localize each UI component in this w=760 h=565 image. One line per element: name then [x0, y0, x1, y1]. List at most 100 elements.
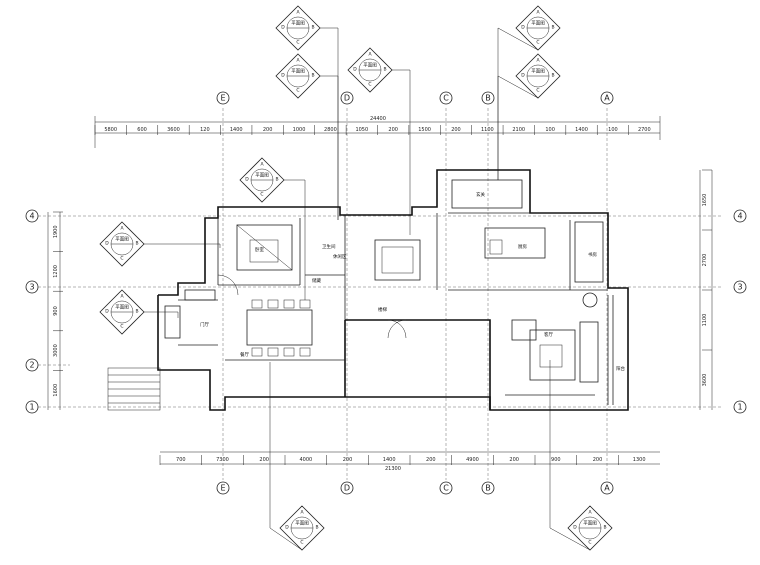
top-dim-10: 1500	[418, 127, 431, 133]
building-walls	[157, 169, 629, 411]
svg-text:B: B	[551, 73, 554, 79]
svg-text:C: C	[296, 40, 299, 46]
top-dim-8: 1050	[355, 127, 368, 133]
top-dim-0: 5800	[104, 127, 117, 133]
bottom-dim-7: 4900	[466, 457, 479, 463]
bottom-dim-11: 1300	[633, 457, 646, 463]
right-dim-2: 1100	[702, 314, 708, 327]
svg-text:B: B	[485, 94, 491, 103]
top-dim-13: 2100	[512, 127, 525, 133]
bottom-dim-6: 200	[426, 457, 436, 463]
axis-bubble-right-1: 1	[733, 400, 747, 414]
svg-text:平面图: 平面图	[531, 21, 545, 27]
svg-text:D: D	[521, 73, 525, 79]
svg-text:平面图: 平面图	[295, 521, 309, 527]
room-label-stairs: 楼梯	[378, 306, 387, 313]
svg-text:C: C	[296, 88, 299, 94]
entrance-stairs	[107, 367, 161, 411]
svg-text:D: D	[285, 525, 289, 531]
top-dim-12: 1100	[481, 127, 494, 133]
axis-bubble-bottom-B: B	[481, 481, 495, 495]
bottom-dim-0: 700	[176, 457, 186, 463]
svg-text:C: C	[120, 324, 123, 330]
axis-bubble-top-B: B	[481, 91, 495, 105]
axis-bubble-bottom-C: C	[439, 481, 453, 495]
svg-text:A: A	[588, 510, 592, 516]
svg-text:A: A	[296, 58, 300, 64]
top-dim-15: 1400	[575, 127, 588, 133]
right-dim-1: 2700	[702, 254, 708, 267]
axis-bubble-bottom-E: E	[216, 481, 230, 495]
room-label-storage: 储藏	[312, 277, 321, 284]
svg-text:3: 3	[29, 283, 34, 292]
svg-text:B: B	[311, 25, 314, 31]
svg-text:B: B	[603, 525, 606, 531]
svg-text:平面图: 平面图	[583, 521, 597, 527]
svg-text:A: A	[260, 162, 264, 168]
svg-text:C: C	[260, 192, 263, 198]
top-dim-3: 120	[200, 127, 210, 133]
leader-lines	[144, 27, 591, 551]
svg-text:C: C	[120, 256, 123, 262]
svg-text:E: E	[220, 484, 225, 493]
left-dim-0: 1900	[53, 225, 59, 238]
svg-text:D: D	[105, 309, 109, 315]
svg-text:B: B	[311, 73, 314, 79]
elevation-tag: A B C D 平面图	[567, 505, 613, 551]
elevation-index-tags: ABCD平面图ABCD平面图ABCD平面图ABCD平面图ABCD平面图ABCD平…	[99, 5, 613, 551]
svg-text:D: D	[353, 67, 357, 73]
svg-text:平面图: 平面图	[291, 69, 305, 75]
svg-text:D: D	[573, 525, 577, 531]
axis-bubble-left-2: 2	[25, 358, 39, 372]
svg-text:C: C	[300, 540, 303, 546]
top-dim-4: 1400	[230, 127, 243, 133]
svg-text:A: A	[604, 94, 610, 103]
room-label-leisure: 休闲区	[333, 253, 347, 260]
bottom-dim-3: 4000	[299, 457, 312, 463]
furniture	[164, 179, 604, 383]
room-label-bedroom: 卧室	[255, 246, 264, 253]
axis-bubble-right-4: 4	[733, 209, 747, 223]
axis-bubble-right-3: 3	[733, 280, 747, 294]
svg-text:C: C	[536, 40, 539, 46]
left-dim-3: 3000	[53, 344, 59, 357]
axis-bubble-bottom-A: A	[600, 481, 614, 495]
svg-text:E: E	[220, 94, 225, 103]
svg-text:3: 3	[737, 283, 742, 292]
svg-text:C: C	[588, 540, 591, 546]
axis-bubble-top-A: A	[600, 91, 614, 105]
top-dim-16: 100	[608, 127, 618, 133]
bottom-dim-5: 1400	[383, 457, 396, 463]
svg-text:B: B	[135, 241, 138, 247]
svg-text:1: 1	[737, 403, 742, 412]
room-label-entry: 玄关	[476, 191, 485, 198]
svg-text:平面图: 平面图	[531, 69, 545, 75]
svg-text:4: 4	[29, 212, 34, 221]
svg-text:A: A	[296, 10, 300, 16]
room-label-dining: 餐厅	[240, 351, 249, 358]
left-dim-1: 1200	[53, 265, 59, 278]
svg-text:2: 2	[29, 361, 34, 370]
top-dim-5: 200	[263, 127, 273, 133]
bottom-total-dim: 21300	[385, 466, 401, 472]
svg-text:C: C	[536, 88, 539, 94]
axis-bubble-top-D: D	[340, 91, 354, 105]
bottom-dim-1: 7300	[216, 457, 229, 463]
svg-text:C: C	[443, 484, 449, 493]
top-dim-2: 3600	[167, 127, 180, 133]
svg-text:A: A	[300, 510, 304, 516]
axis-bubble-top-E: E	[216, 91, 230, 105]
bottom-dim-9: 900	[551, 457, 561, 463]
top-dim-11: 200	[451, 127, 461, 133]
